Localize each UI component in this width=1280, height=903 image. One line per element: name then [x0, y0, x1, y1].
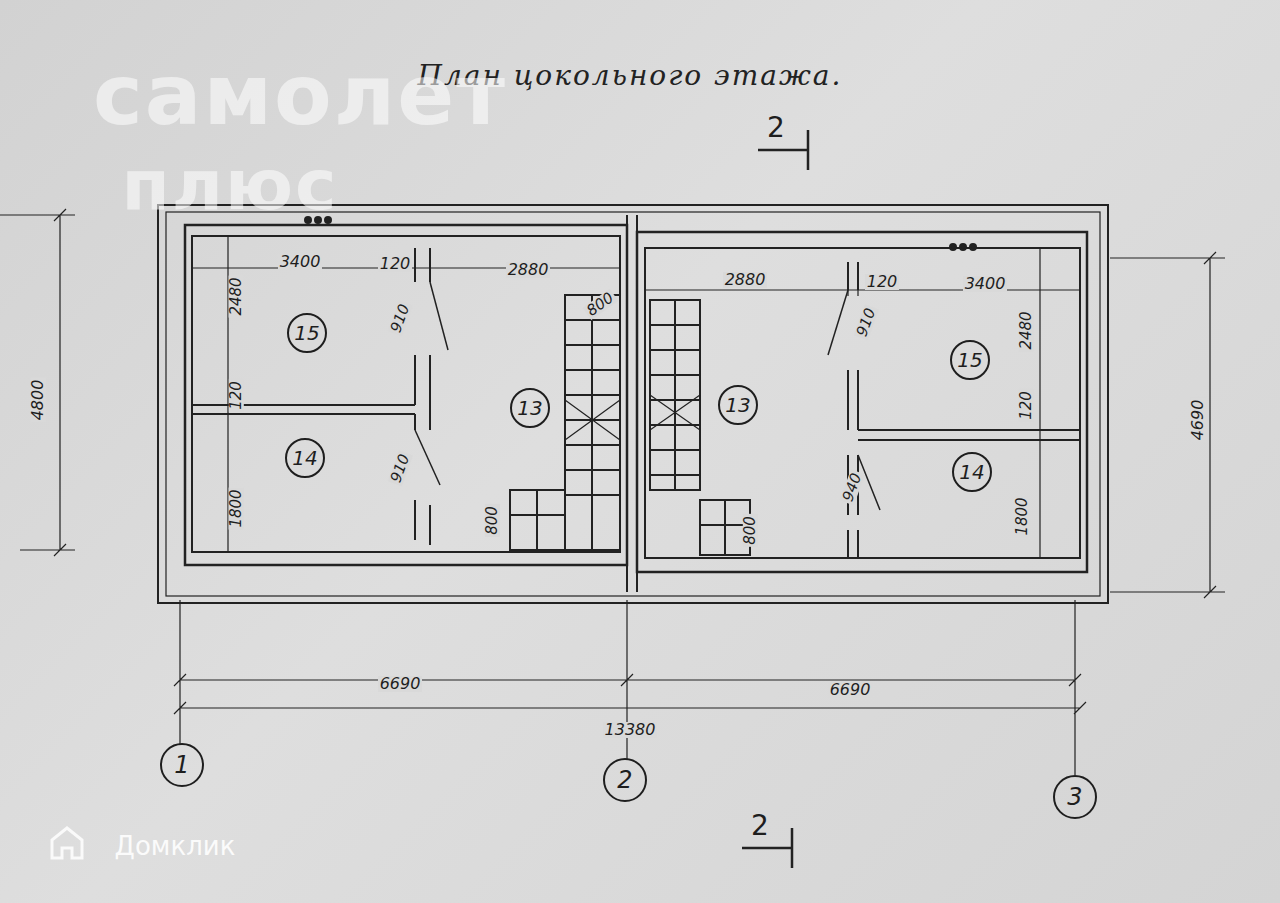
- dimension-label: 120: [228, 379, 243, 412]
- section-mark: 2: [767, 114, 785, 142]
- axis-number: 2: [617, 768, 632, 792]
- axis-marker: 2: [603, 758, 647, 802]
- dimension-label: 910: [387, 300, 412, 336]
- dimension-label: 800: [582, 288, 617, 319]
- room-number: 15: [287, 313, 327, 353]
- room-number: 14: [285, 438, 325, 478]
- dimension-label: 2480: [1019, 309, 1034, 351]
- room-number-text: 15: [957, 350, 982, 370]
- axis-number: 1: [174, 753, 189, 777]
- room-number: 13: [510, 388, 550, 428]
- dimension-label: 4690: [1190, 398, 1206, 443]
- dimension-label: 3400: [963, 276, 1008, 292]
- watermark: плюс: [121, 150, 338, 220]
- dimension-label: 6690: [828, 682, 873, 698]
- room-number-text: 15: [294, 323, 319, 343]
- room-number-text: 14: [292, 448, 317, 468]
- dimension-label: 1800: [229, 487, 244, 529]
- dimension-label: 6690: [378, 676, 423, 692]
- room-number: 14: [952, 452, 992, 492]
- dimension-label: 120: [1018, 389, 1033, 422]
- dimension-label: 1800: [1015, 495, 1030, 537]
- dimension-label: 3400: [278, 254, 323, 270]
- watermark: самолет: [93, 53, 507, 137]
- dimension-label: 13380: [603, 722, 658, 738]
- dimension-label: 800: [484, 504, 499, 537]
- dimension-label: 940: [839, 469, 864, 505]
- room-number-text: 14: [959, 462, 984, 482]
- room-number-text: 13: [517, 398, 542, 418]
- axis-number: 3: [1067, 785, 1082, 809]
- dimension-label: 120: [865, 274, 900, 290]
- room-number-text: 13: [725, 395, 750, 415]
- dimension-label: 800: [742, 514, 757, 547]
- section-mark: 2: [751, 812, 769, 840]
- axis-marker: 1: [160, 743, 204, 787]
- watermark: Домклик: [115, 833, 236, 859]
- dimension-label: 120: [378, 256, 413, 272]
- axis-marker: 3: [1053, 775, 1097, 819]
- dimension-label: 4800: [30, 378, 46, 423]
- dimension-label: 2880: [723, 272, 768, 288]
- dimension-label: 2480: [229, 275, 244, 317]
- dimension-label: 2880: [506, 262, 551, 278]
- room-number: 15: [950, 340, 990, 380]
- room-number: 13: [718, 385, 758, 425]
- dimension-label: 910: [387, 450, 412, 486]
- dimension-label: 910: [853, 304, 878, 340]
